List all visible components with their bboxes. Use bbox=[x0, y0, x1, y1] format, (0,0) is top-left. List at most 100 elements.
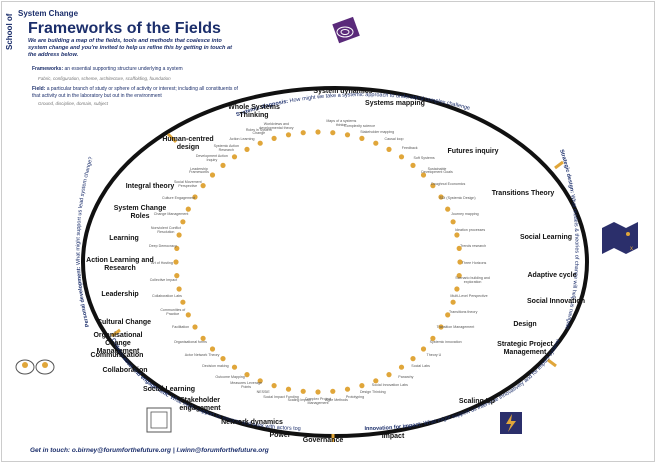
tool-dot bbox=[300, 130, 306, 136]
tool-dot bbox=[330, 388, 336, 394]
tool-label: Panarchy bbox=[398, 374, 414, 379]
tool-dot bbox=[271, 135, 277, 141]
field-communication: Communication bbox=[90, 351, 144, 359]
tool-label: Measures Leverage Points bbox=[230, 381, 262, 390]
field-adaptive-cycle: Adaptive cycle bbox=[527, 271, 577, 279]
tool-dot bbox=[285, 132, 292, 138]
school-name: System Change bbox=[18, 9, 79, 18]
field-power: Power bbox=[269, 431, 291, 439]
tool-label: Journey mapping bbox=[451, 211, 479, 216]
tool-dot bbox=[430, 183, 436, 189]
tool-dot bbox=[456, 245, 462, 251]
tool-dot bbox=[244, 372, 250, 378]
tool-label: Social Movement Perspective bbox=[174, 179, 202, 188]
tool-label: Art of Hosting bbox=[151, 261, 173, 266]
tool-label: Three Horizons bbox=[461, 261, 487, 266]
field-def-text: a particular branch of study or sphere o… bbox=[32, 86, 238, 99]
tool-label: Social Innovation Labs bbox=[371, 383, 408, 388]
tool-dot bbox=[445, 206, 451, 212]
tool-dot bbox=[410, 356, 416, 362]
tool-dot bbox=[231, 154, 238, 160]
tool-label: Collective Impact bbox=[149, 277, 178, 282]
tool-label: Multi-Level Perspective bbox=[450, 294, 488, 299]
field-stakeholder: Stakeholder engagement bbox=[179, 396, 221, 412]
tool-label: Worldviews and developmental theory bbox=[259, 122, 294, 131]
tool-dot bbox=[200, 183, 206, 189]
ring-separators bbox=[111, 132, 564, 442]
tool-dot bbox=[359, 135, 365, 141]
tool-label: Sustainable Development Goals bbox=[421, 166, 453, 175]
tool-dot bbox=[420, 172, 427, 178]
field-system-dynamics: System dynamics bbox=[313, 87, 373, 95]
field-strategic-pm: Strategic Project Management bbox=[497, 340, 553, 356]
field-social-learning-l: Social Learning bbox=[142, 385, 196, 393]
field-social-learning-r: Social Learning bbox=[519, 233, 573, 241]
tool-dot bbox=[373, 140, 379, 146]
tool-dot bbox=[420, 346, 427, 352]
tool-label: Transition Management bbox=[436, 325, 475, 330]
tool-dot bbox=[244, 146, 250, 152]
tool-dot bbox=[185, 206, 191, 212]
field-governance: Governance bbox=[302, 436, 344, 444]
frameworks-definition: Frameworks: an essential supporting stru… bbox=[32, 66, 247, 73]
frameworks-term: Frameworks: bbox=[32, 66, 64, 72]
tool-label: Roles in System Change bbox=[245, 127, 272, 136]
target-icon bbox=[332, 16, 360, 44]
tool-dot bbox=[438, 194, 444, 200]
outer-ring bbox=[81, 86, 589, 438]
puzzle-icon bbox=[146, 407, 172, 433]
tool-label: Prototyping bbox=[345, 395, 365, 400]
tool-label: Systemic innovation bbox=[429, 339, 462, 344]
tool-dot bbox=[457, 259, 463, 265]
tool-label: Scenario building and exploration bbox=[455, 275, 490, 284]
field-futures-inquiry: Futures inquiry bbox=[447, 147, 499, 155]
tool-dot bbox=[450, 219, 456, 225]
field-leadership: Leadership bbox=[101, 290, 139, 298]
tool-label: Organisational forms bbox=[173, 339, 207, 344]
tool-dot bbox=[315, 129, 321, 135]
tool-label: Nonviolent Conflict Resolution bbox=[150, 225, 181, 234]
tool-dot bbox=[456, 273, 462, 279]
tool-dot bbox=[180, 219, 186, 225]
tool-dot bbox=[445, 312, 451, 318]
svg-text:x: x bbox=[630, 246, 633, 252]
field-integral-theory: Integral theory bbox=[125, 182, 175, 190]
tool-dot bbox=[344, 132, 351, 138]
tool-dot bbox=[174, 273, 180, 279]
tool-label: Decision making bbox=[202, 364, 229, 369]
tool-dot bbox=[430, 335, 436, 341]
tool-label: Maps of a systems thinker bbox=[326, 118, 357, 127]
tool-label: Outcome Mapping bbox=[215, 374, 245, 379]
tool-dot bbox=[257, 140, 263, 146]
tool-dot bbox=[209, 346, 216, 352]
field-org-change: Organisational Change Management bbox=[93, 331, 143, 356]
field-action-learning: Action Learning and Research bbox=[86, 256, 154, 272]
tool-label: Action Learning bbox=[229, 136, 255, 141]
tool-dot bbox=[209, 172, 216, 178]
tool-dot bbox=[315, 389, 321, 395]
tool-dot bbox=[438, 324, 444, 330]
tool-dot bbox=[220, 356, 226, 362]
tool-dot bbox=[192, 324, 198, 330]
field-scaling-up: Scaling Up bbox=[458, 397, 496, 405]
tool-label: Trends research bbox=[460, 244, 487, 249]
tool-label: Culture Engagement bbox=[162, 196, 195, 201]
tool-label: Stakeholder mapping bbox=[360, 129, 395, 134]
tool-label: Soft Systems bbox=[413, 156, 435, 161]
tool-label: Ideation processes bbox=[455, 227, 486, 232]
tool-dot bbox=[450, 299, 456, 305]
field-learning: Learning bbox=[109, 234, 139, 242]
tool-dot bbox=[285, 386, 292, 392]
tool-dot bbox=[330, 130, 336, 136]
tool-dot bbox=[231, 364, 238, 370]
tool-label: Leadership Frameworks bbox=[189, 166, 209, 175]
tool-dot bbox=[410, 162, 416, 168]
field-network-dynamics: Network dynamics bbox=[221, 418, 283, 426]
tool-dot bbox=[200, 335, 206, 341]
tool-label: Facilitation bbox=[172, 325, 190, 330]
tool-dot bbox=[180, 299, 186, 305]
tool-label: Causal loop bbox=[384, 136, 404, 141]
tool-label: Complex Project Management bbox=[304, 397, 332, 405]
page-title: Frameworks of the Fields bbox=[28, 20, 221, 37]
